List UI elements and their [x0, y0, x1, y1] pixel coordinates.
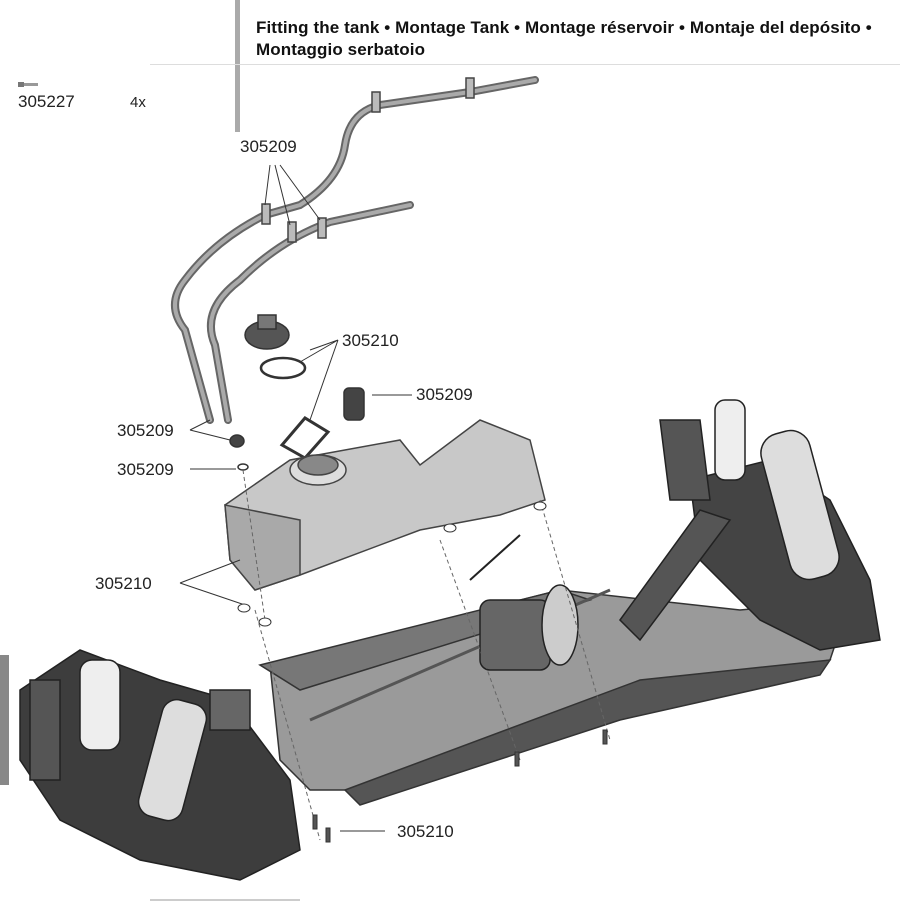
- section-title: Fitting the tank • Montage Tank • Montag…: [256, 18, 872, 59]
- pipe-clips: [261, 77, 475, 243]
- callout-grommet: 305209: [117, 421, 174, 440]
- part-quantity: 4x: [130, 94, 146, 111]
- rear-suspension: [619, 399, 881, 651]
- leader-lines: [179, 164, 611, 841]
- header-rule: [150, 64, 900, 65]
- callout-tank-mount: 305210: [95, 574, 152, 593]
- fuel-tank: [224, 419, 546, 591]
- page-edge-tab: [0, 655, 9, 785]
- callout-tank-cap: 305210: [342, 331, 399, 350]
- callout-screws: 305210: [397, 822, 454, 841]
- callout-fuel-filter: 305209: [416, 385, 473, 404]
- callout-pipe-clips: 305209: [240, 137, 297, 156]
- callout-washer: 305209: [117, 460, 174, 479]
- tank-cap-parts: [229, 314, 365, 471]
- front-suspension: [19, 649, 301, 881]
- screw-icon: [18, 82, 38, 87]
- section-divider-bar: [235, 0, 240, 132]
- washers-screws: [237, 501, 608, 843]
- fuel-pipes: [171, 76, 539, 424]
- part-number-305227: 305227: [18, 92, 75, 111]
- center-differential: [469, 534, 579, 671]
